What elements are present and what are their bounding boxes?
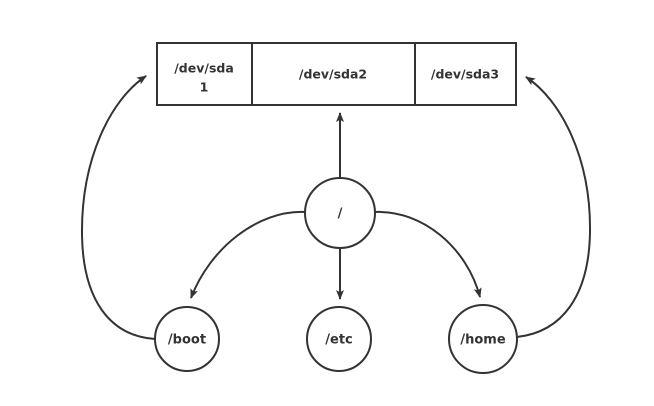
edge-root-to-boot (190, 210, 306, 299)
partition-cell-sda3-label: /dev/sda3 (431, 67, 499, 82)
mount-point-nodes: / /boot /etc /home (154, 177, 518, 374)
partition-cell-sda2-label: /dev/sda2 (299, 67, 367, 82)
edge-root-to-home (374, 210, 482, 298)
node-boot[interactable] (154, 306, 220, 372)
edge-home-to-sda3 (516, 76, 592, 338)
partition-cell-sda1-label-line2: 1 (200, 80, 209, 95)
node-root-label: / (338, 207, 343, 222)
partition-table: /dev/sda 1 /dev/sda2 /dev/sda3 (156, 42, 517, 106)
partition-cell-sda2[interactable] (251, 42, 416, 106)
node-boot-label: /boot (168, 333, 206, 348)
node-root[interactable] (304, 177, 376, 249)
node-home-label: /home (460, 333, 505, 348)
partition-cell-sda1-label-line1: /dev/sda (174, 61, 234, 76)
node-home[interactable] (448, 304, 518, 374)
node-etc[interactable] (306, 306, 372, 372)
edge-boot-to-sda1 (80, 75, 156, 340)
node-etc-label: /etc (325, 333, 353, 348)
partition-cell-sda3[interactable] (414, 42, 517, 106)
